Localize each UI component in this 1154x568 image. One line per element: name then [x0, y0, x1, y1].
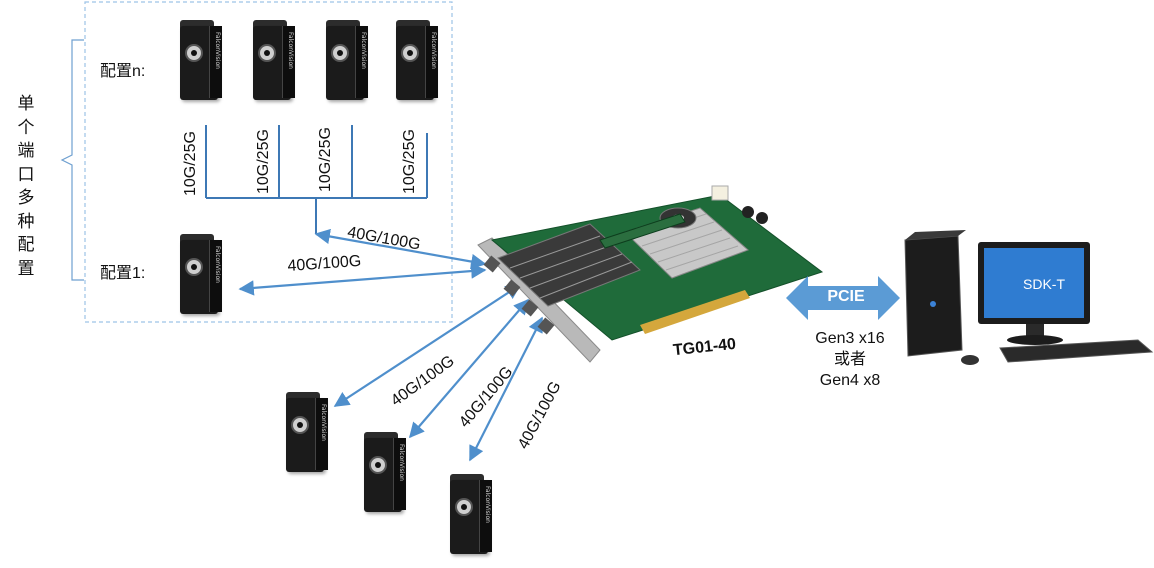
- arrow-config-1: [238, 263, 487, 296]
- port-speed-label: 10G/25G: [317, 127, 334, 192]
- host-label: SDK-T: [1023, 276, 1065, 292]
- pcie-gen-options: Gen3 x16 或者 Gen4 x8: [790, 328, 910, 391]
- config-bracket: [60, 39, 84, 281]
- capture-card: [477, 185, 824, 363]
- camera-icon: FalconVision: [318, 20, 368, 102]
- port-speed-label: 10G/25G: [401, 129, 418, 194]
- pcie-option-b: Gen4 x8: [819, 372, 881, 389]
- arrow-config-n: [314, 228, 487, 270]
- port-speed-label: 10G/25G: [255, 129, 272, 194]
- aggregation-lines: [205, 125, 428, 234]
- config-1-label: 配置1:: [100, 265, 146, 282]
- config-n-label: 配置n:: [100, 63, 146, 80]
- config-dashed-box: [84, 1, 453, 323]
- link-arrows: [238, 228, 543, 462]
- camera-icon: FalconVision: [356, 432, 406, 514]
- camera-icon: FalconVision: [172, 234, 222, 316]
- pcie-arrow: [786, 276, 900, 320]
- camera-icon: FalconVision: [442, 474, 492, 556]
- side-caption: 单个端口多种配置: [17, 94, 35, 278]
- pcie-label: PCIE: [827, 288, 865, 305]
- camera-icon: FalconVision: [388, 20, 438, 102]
- port-speed-label: 10G/25G: [182, 131, 199, 196]
- arrow-camera-c: [469, 316, 543, 462]
- camera-icon: FalconVision: [245, 20, 295, 102]
- camera-icon: FalconVision: [172, 20, 222, 102]
- pcie-connector: 或者: [833, 351, 866, 368]
- pcie-option-a: Gen3 x16: [815, 330, 885, 347]
- host-computer: [904, 230, 1154, 365]
- camera-icon: FalconVision: [278, 392, 328, 474]
